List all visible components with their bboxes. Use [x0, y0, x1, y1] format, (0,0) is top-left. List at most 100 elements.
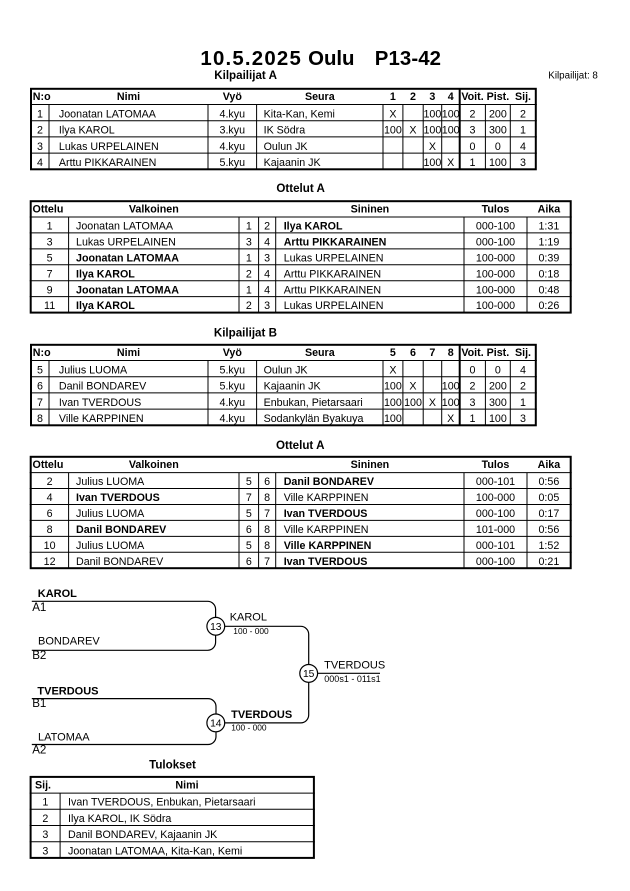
svg-text:Joonatan LATOMAA: Joonatan LATOMAA [76, 253, 179, 265]
svg-text:Aika: Aika [538, 459, 562, 471]
svg-text:3: 3 [47, 237, 53, 249]
svg-text:2: 2 [37, 125, 43, 137]
svg-text:10: 10 [44, 540, 56, 552]
svg-text:5: 5 [246, 508, 252, 520]
svg-text:Kilpailijat B: Kilpailijat B [214, 326, 277, 339]
svg-text:Danil BONDAREV: Danil BONDAREV [284, 476, 375, 488]
svg-text:Sodankylän Byakuya: Sodankylän Byakuya [264, 413, 364, 425]
svg-text:100-000: 100-000 [476, 284, 515, 296]
svg-text:BONDAREV: BONDAREV [38, 636, 100, 648]
svg-text:0:21: 0:21 [538, 556, 559, 568]
svg-text:000s1 - 011s1: 000s1 - 011s1 [324, 674, 380, 684]
svg-text:Julius LUOMA: Julius LUOMA [59, 364, 128, 376]
svg-text:Nimi: Nimi [175, 780, 198, 792]
svg-text:1: 1 [47, 221, 53, 233]
svg-text:Tulos: Tulos [482, 459, 510, 471]
svg-text:Joonatan LATOMAA: Joonatan LATOMAA [76, 221, 174, 233]
svg-text:1: 1 [470, 157, 476, 169]
svg-text:200: 200 [489, 108, 507, 120]
svg-text:6: 6 [410, 347, 416, 359]
svg-text:10.5.2025: 10.5.2025 [200, 48, 300, 70]
svg-text:X: X [389, 108, 396, 120]
svg-text:Danil BONDAREV, Kajaanin JK: Danil BONDAREV, Kajaanin JK [68, 829, 218, 841]
svg-text:Lukas URPELAINEN: Lukas URPELAINEN [284, 300, 384, 312]
svg-text:100: 100 [489, 157, 507, 169]
svg-text:X: X [447, 413, 454, 425]
svg-text:Tulos: Tulos [482, 204, 510, 216]
svg-text:7: 7 [246, 492, 252, 504]
svg-text:8: 8 [264, 540, 270, 552]
svg-text:Ivan TVERDOUS: Ivan TVERDOUS [76, 492, 160, 504]
svg-text:3: 3 [520, 413, 526, 425]
svg-text:0: 0 [470, 364, 476, 376]
svg-text:Danil BONDAREV: Danil BONDAREV [59, 381, 147, 393]
svg-text:6: 6 [47, 508, 53, 520]
svg-text:12: 12 [44, 556, 56, 568]
svg-text:7: 7 [37, 397, 43, 409]
svg-text:1: 1 [520, 125, 526, 137]
svg-text:000-101: 000-101 [476, 540, 515, 552]
svg-text:2: 2 [264, 221, 270, 233]
svg-text:2: 2 [42, 813, 48, 825]
svg-text:A2: A2 [32, 743, 46, 756]
svg-text:0:39: 0:39 [538, 253, 559, 265]
svg-text:4: 4 [264, 268, 270, 280]
svg-text:2: 2 [470, 381, 476, 393]
svg-text:Ivan TVERDOUS: Ivan TVERDOUS [284, 556, 368, 568]
svg-text:KAROL: KAROL [38, 588, 77, 600]
svg-text:Ivan TVERDOUS, Enbukan, Pietar: Ivan TVERDOUS, Enbukan, Pietarsaari [68, 797, 256, 809]
svg-text:000-101: 000-101 [476, 476, 515, 488]
svg-text:100: 100 [384, 397, 402, 409]
svg-text:Joonatan LATOMAA, Kita-Kan, Ke: Joonatan LATOMAA, Kita-Kan, Kemi [68, 845, 242, 857]
svg-text:Oulun JK: Oulun JK [264, 141, 309, 153]
svg-text:5.kyu: 5.kyu [220, 157, 246, 169]
svg-text:Sij.: Sij. [35, 780, 51, 792]
svg-text:Julius LUOMA: Julius LUOMA [76, 540, 145, 552]
svg-text:Ville KARPPINEN: Ville KARPPINEN [284, 524, 369, 536]
svg-text:5: 5 [47, 253, 53, 265]
svg-text:7: 7 [47, 268, 53, 280]
svg-text:101-000: 101-000 [476, 524, 515, 536]
svg-text:Ville KARPPINEN: Ville KARPPINEN [59, 413, 144, 425]
svg-text:Vyö: Vyö [223, 347, 243, 359]
svg-text:Enbukan, Pietarsaari: Enbukan, Pietarsaari [264, 397, 363, 409]
svg-text:Ilya KAROL: Ilya KAROL [59, 125, 115, 137]
svg-text:TVERDOUS: TVERDOUS [231, 709, 292, 721]
svg-text:Lukas URPELAINEN: Lukas URPELAINEN [59, 141, 159, 153]
svg-text:P13-42: P13-42 [375, 48, 441, 70]
svg-text:X: X [429, 141, 436, 153]
svg-text:LATOMAA: LATOMAA [38, 732, 90, 744]
svg-text:3: 3 [42, 829, 48, 841]
svg-text:100: 100 [384, 381, 402, 393]
svg-text:X: X [429, 397, 436, 409]
svg-text:100: 100 [384, 413, 402, 425]
svg-text:1:52: 1:52 [538, 540, 559, 552]
svg-text:Sininen: Sininen [351, 459, 390, 471]
svg-text:1: 1 [42, 797, 48, 809]
svg-text:4: 4 [264, 284, 270, 296]
svg-text:9: 9 [47, 284, 53, 296]
svg-text:Sij.: Sij. [515, 347, 531, 359]
svg-text:5.kyu: 5.kyu [220, 381, 246, 393]
svg-text:Julius LUOMA: Julius LUOMA [76, 508, 145, 520]
svg-text:000-100: 000-100 [476, 221, 515, 233]
svg-text:Ville KARPPINEN: Ville KARPPINEN [284, 540, 372, 552]
svg-text:000-100: 000-100 [476, 237, 515, 249]
svg-text:TVERDOUS: TVERDOUS [324, 659, 385, 671]
svg-text:100: 100 [404, 397, 422, 409]
svg-text:14: 14 [210, 719, 222, 730]
svg-text:4.kyu: 4.kyu [220, 108, 246, 120]
svg-text:Ilya KAROL, IK Södra: Ilya KAROL, IK Södra [68, 813, 171, 825]
svg-text:Voit.: Voit. [461, 347, 483, 359]
svg-text:4.kyu: 4.kyu [220, 141, 246, 153]
svg-text:Nimi: Nimi [117, 347, 140, 359]
svg-text:4: 4 [37, 157, 43, 169]
svg-text:Oulu: Oulu [308, 48, 354, 70]
svg-text:5: 5 [37, 364, 43, 376]
svg-text:Julius LUOMA: Julius LUOMA [76, 476, 145, 488]
svg-text:Danil BONDAREV: Danil BONDAREV [76, 556, 164, 568]
svg-text:X: X [389, 364, 396, 376]
svg-text:2: 2 [246, 268, 252, 280]
svg-text:3: 3 [246, 237, 252, 249]
svg-text:2: 2 [246, 300, 252, 312]
